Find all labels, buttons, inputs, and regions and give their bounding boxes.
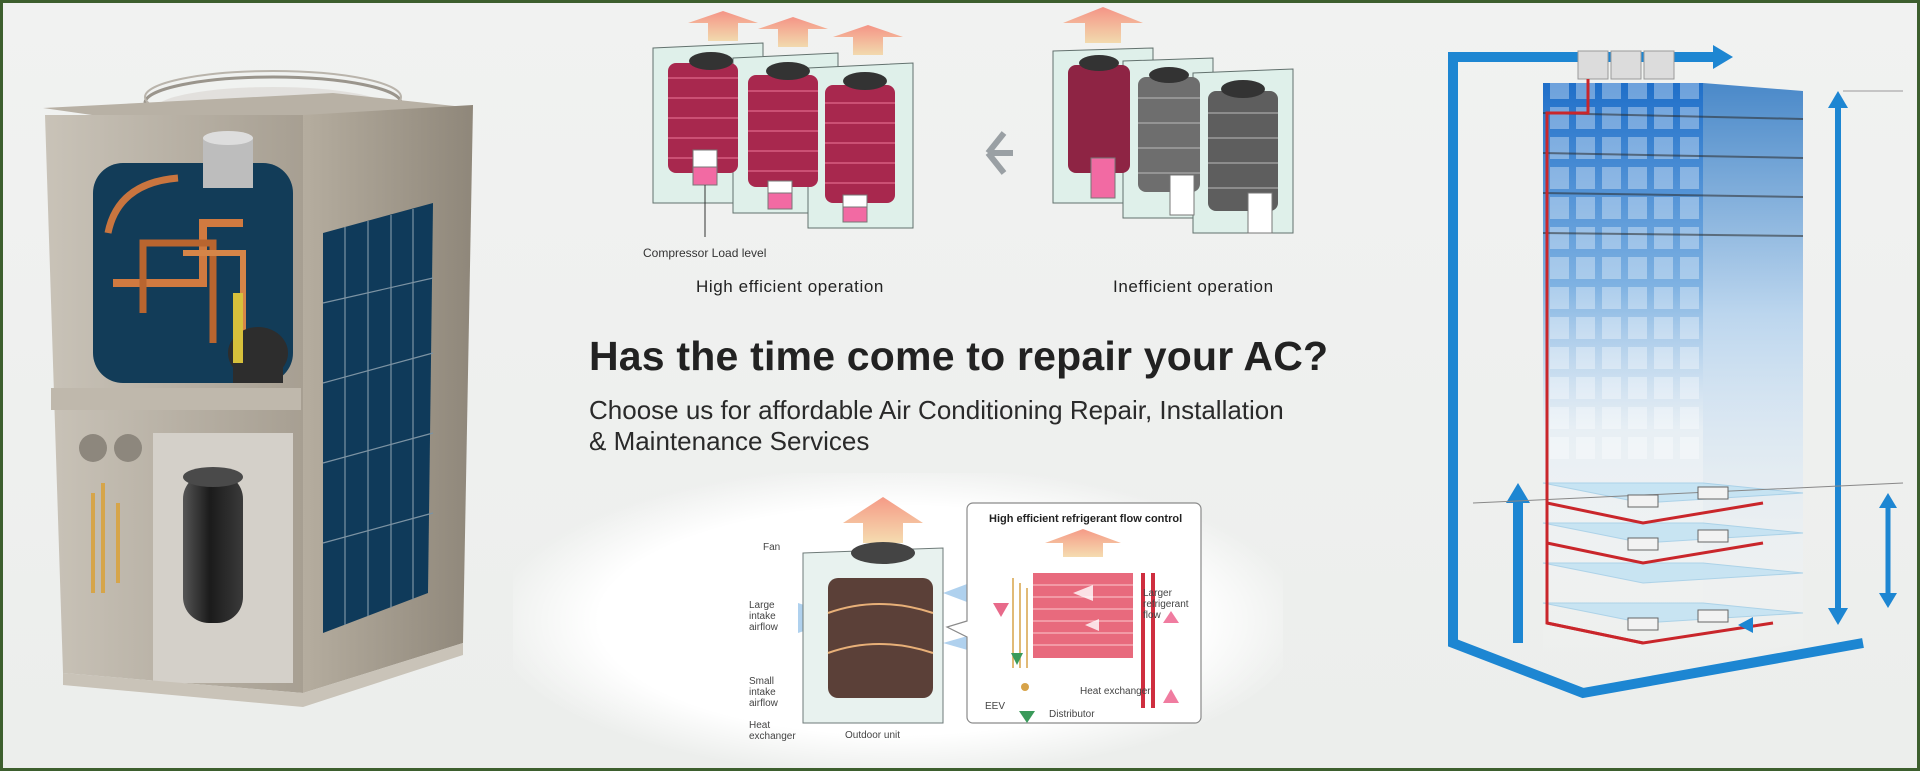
heat-exchanger-label: Heat exchanger bbox=[749, 720, 796, 742]
fan-label: Fan bbox=[763, 542, 781, 553]
panel-title: High efficient refrigerant flow control bbox=[989, 513, 1183, 525]
building-piping-illustration bbox=[1448, 45, 1904, 699]
refrigerant-flow-diagram bbox=[798, 497, 1202, 724]
inefficient-caption: Inefficient operation bbox=[1113, 277, 1274, 296]
inefficient-units bbox=[1052, 7, 1294, 234]
compressor-load-label: Compressor Load level bbox=[643, 246, 767, 260]
high-efficient-units bbox=[652, 11, 914, 237]
subline-line-2: & Maintenance Services bbox=[589, 426, 870, 456]
high-efficient-caption: High efficient operation bbox=[696, 277, 884, 296]
small-intake-label: Small intake airflow bbox=[749, 676, 778, 709]
outdoor-unit-label: Outdoor unit bbox=[845, 730, 901, 741]
outdoor-ac-unit-illustration bbox=[43, 70, 473, 707]
efficiency-comparison-diagram bbox=[652, 7, 1294, 237]
eev-label: EEV bbox=[985, 701, 1006, 712]
larger-flow-label: Larger refrigerant flow bbox=[1143, 588, 1189, 621]
headline: Has the time come to repair your AC? bbox=[589, 333, 1329, 379]
arrow-left-icon bbox=[985, 131, 1013, 175]
large-intake-label: Large intake airflow bbox=[749, 600, 778, 633]
panel-heat-exchanger-label: Heat exchanger bbox=[1080, 686, 1151, 697]
distributor-label: Distributor bbox=[1049, 709, 1095, 720]
subline: Choose us for affordable Air Conditionin… bbox=[589, 395, 1349, 457]
subline-line-1: Choose us for affordable Air Conditionin… bbox=[589, 395, 1284, 425]
